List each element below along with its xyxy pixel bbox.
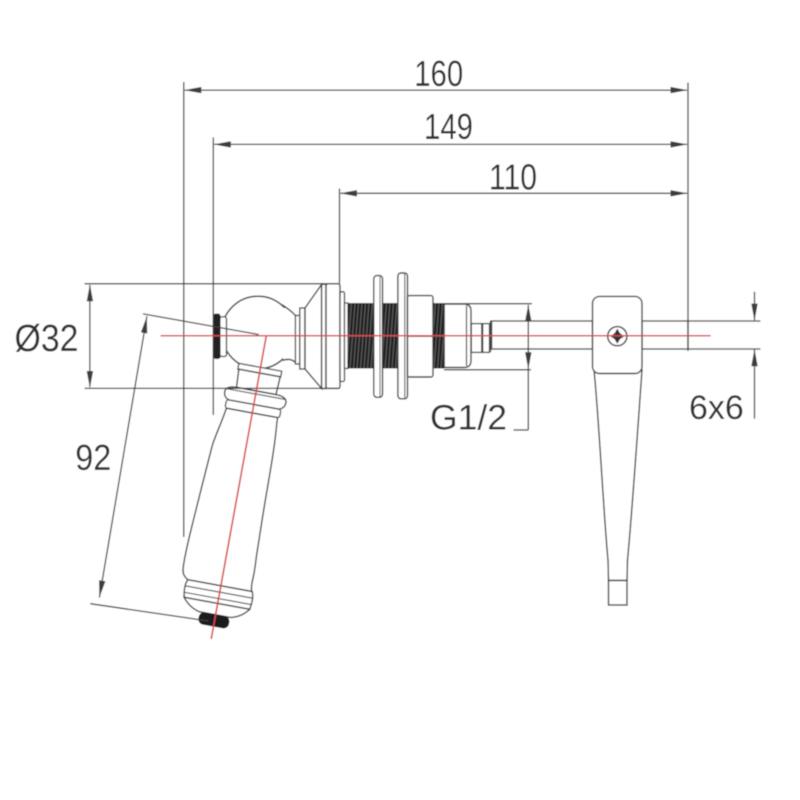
svg-text:92: 92 [75,437,111,478]
svg-text:149: 149 [424,106,473,147]
svg-text:G1/2: G1/2 [430,399,507,438]
svg-text:160: 160 [414,53,463,94]
svg-text:110: 110 [489,157,537,198]
svg-text:6x6: 6x6 [689,389,744,427]
svg-text:Ø32: Ø32 [15,318,79,360]
